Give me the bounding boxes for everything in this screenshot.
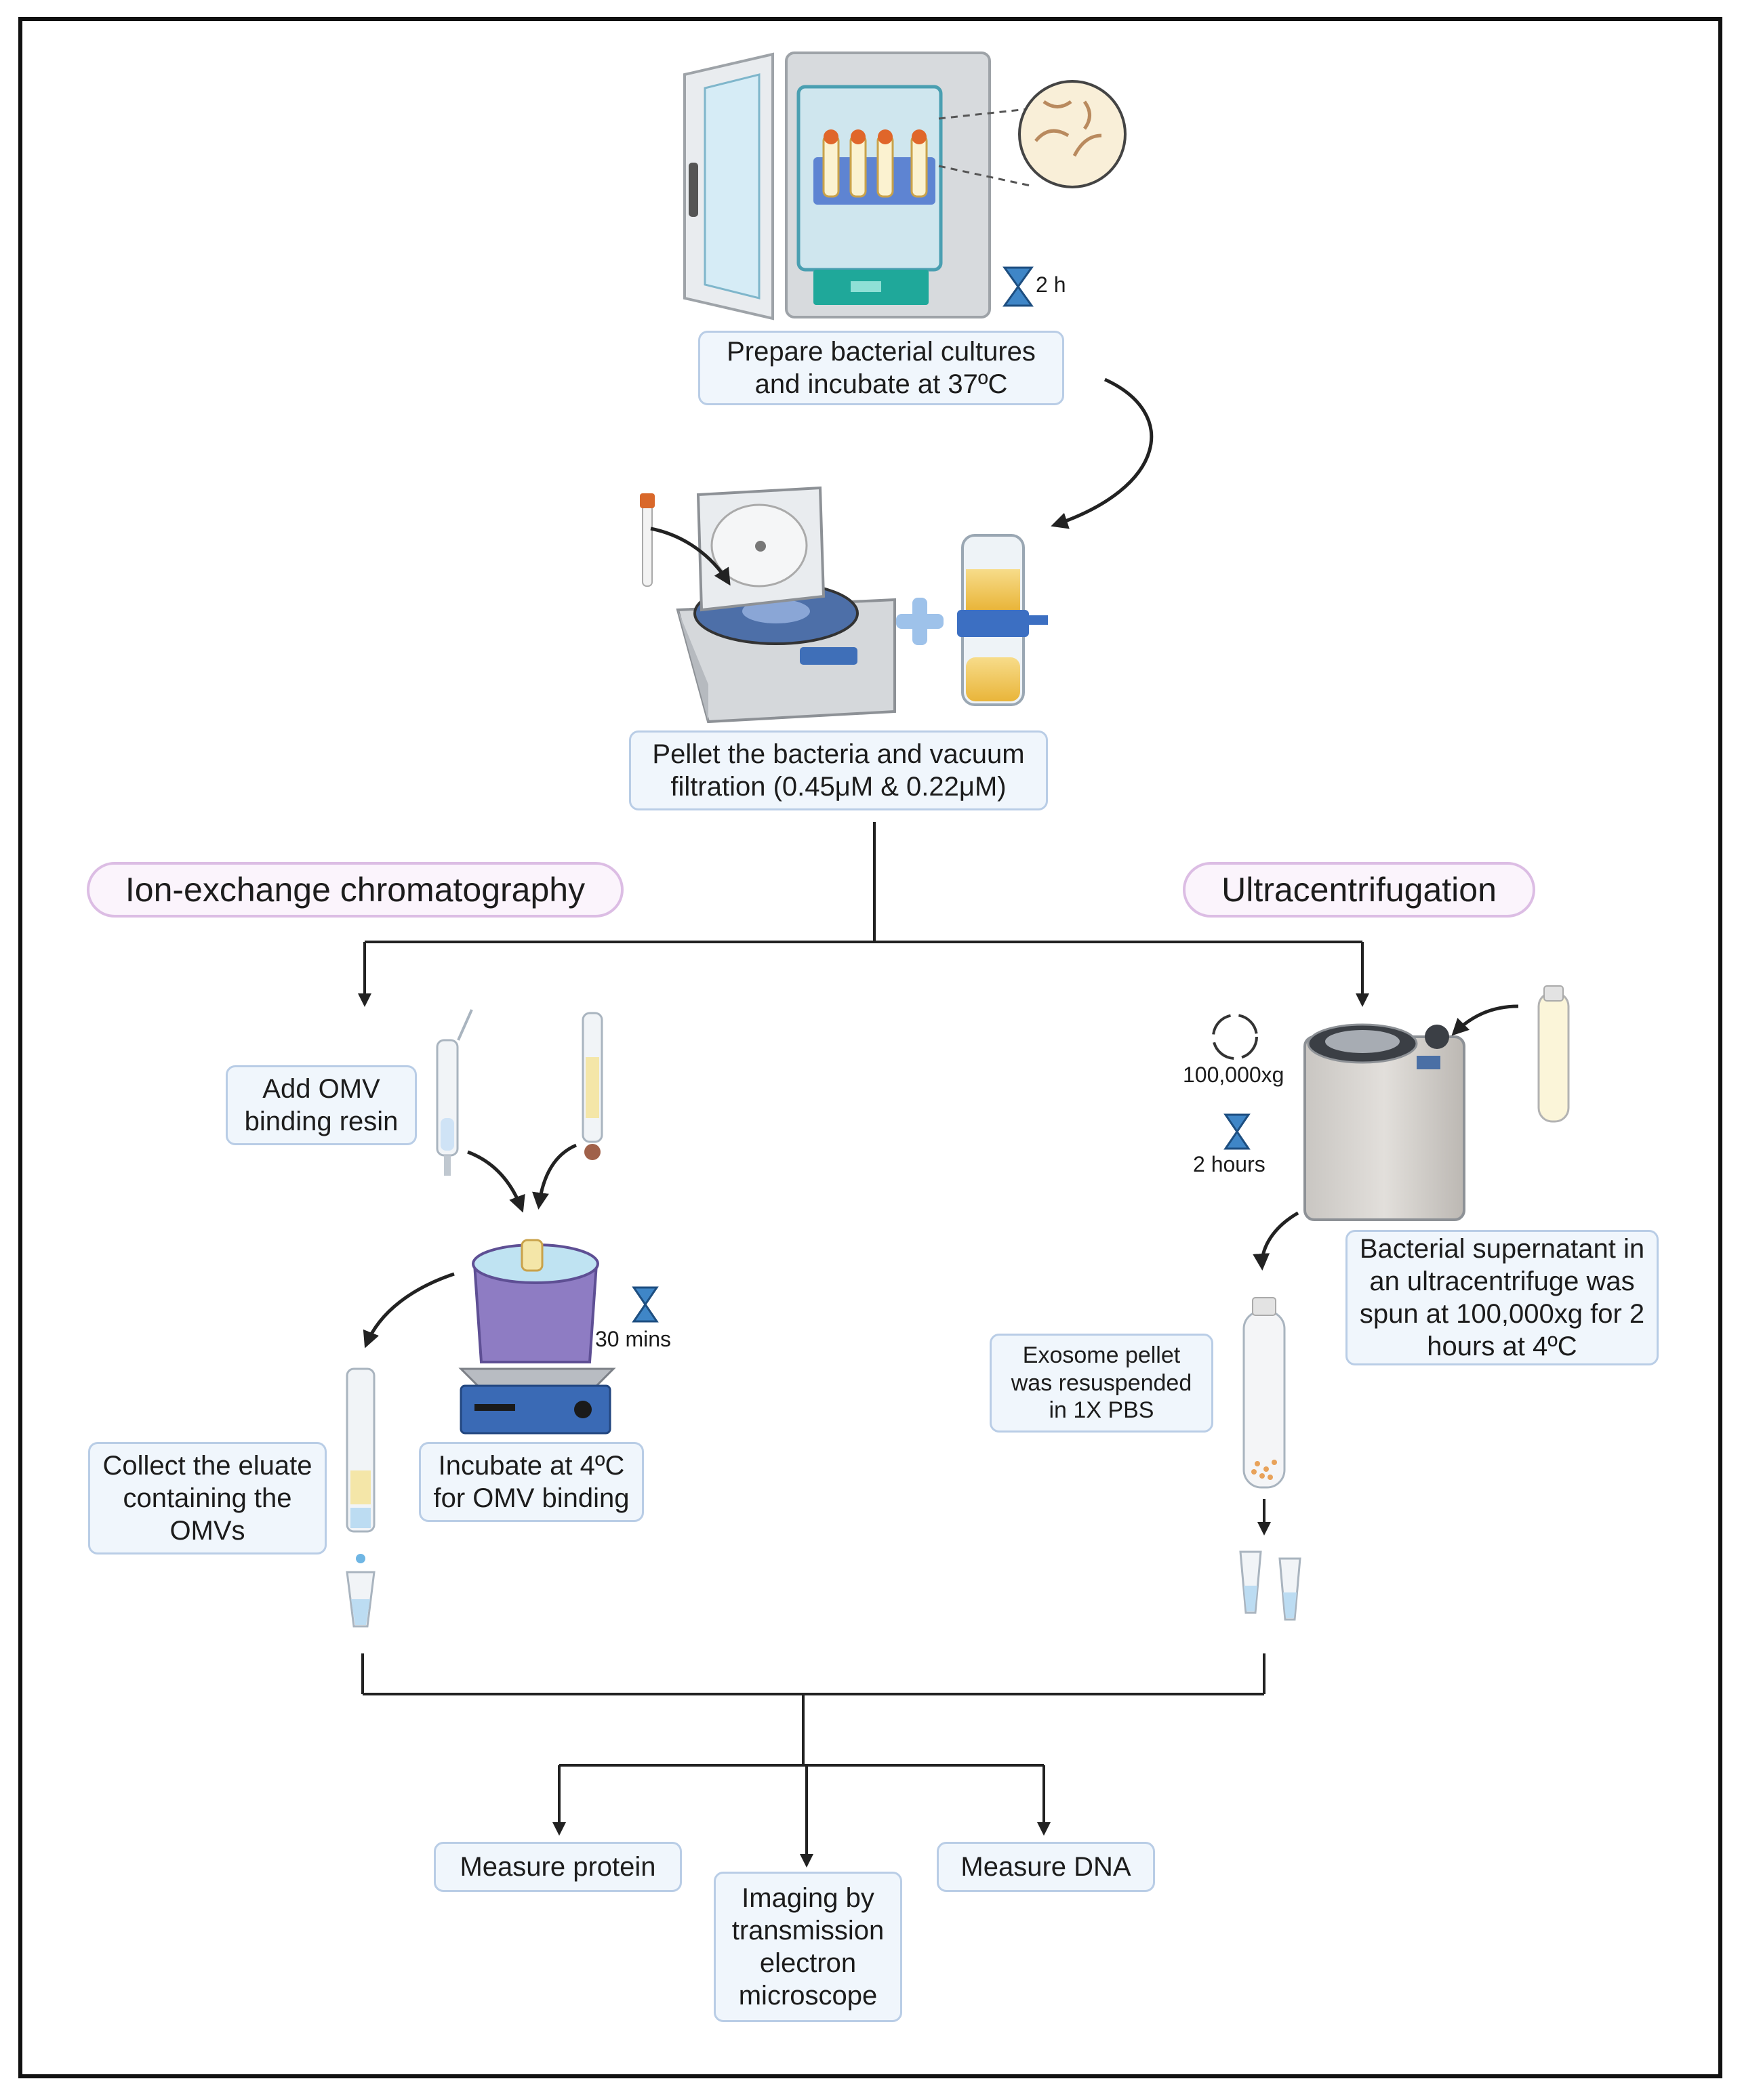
- ultracentrifuge-icon: [1303, 1023, 1465, 1221]
- arrow-ice-to-eluate: [363, 1272, 455, 1348]
- hourglass-icon-2hours: [1223, 1113, 1251, 1150]
- output-tem-imaging: Imaging by transmission electron microsc…: [714, 1872, 902, 2022]
- vacuum-filter-icon: [957, 534, 1048, 706]
- step-pellet-label: Pellet the bacteria and vacuum filtratio…: [629, 730, 1048, 810]
- add-resin-label: Add OMV binding resin: [226, 1065, 417, 1145]
- header-ion-exchange: Ion-exchange chromatography: [87, 862, 624, 918]
- ultracentrifuge-spin-label: Bacterial supernatant in an ultracentrif…: [1345, 1230, 1659, 1365]
- binding-timer: 30 mins: [595, 1327, 672, 1351]
- resuspend-label: Exosome pellet was resuspended in 1X PBS: [990, 1334, 1213, 1433]
- speed-label: 100,000xg: [1183, 1063, 1284, 1087]
- arrow-column-to-ice-1: [467, 1150, 525, 1213]
- output-measure-protein: Measure protein: [434, 1842, 682, 1892]
- spin-column-open-icon: [436, 1009, 473, 1176]
- eppendorf-tubes-icon: [1239, 1550, 1301, 1621]
- arrow-tube-into-centrifuge: [650, 527, 731, 586]
- arrow-incubate-to-pellet: [1051, 377, 1154, 529]
- incubate-timer: 2 h: [1036, 272, 1066, 297]
- incubate-binding-label: Incubate at 4ºC for OMV binding: [419, 1442, 644, 1522]
- arrow-ultra-to-pellet: [1253, 1211, 1299, 1271]
- elution-column-icon: [346, 1367, 376, 1628]
- step-incubate-label: Prepare bacterial cultures and incubate …: [698, 331, 1064, 405]
- incubator-icon: [683, 52, 1127, 321]
- arrow-tube-into-ultracentrifuge: [1451, 1004, 1519, 1036]
- centrifuge-icon: [640, 486, 896, 724]
- cycle-icon: [1212, 1014, 1258, 1060]
- duration-label: 2 hours: [1193, 1152, 1265, 1176]
- supernatant-tube-icon: [1537, 985, 1570, 1123]
- output-measure-dna: Measure DNA: [937, 1842, 1155, 1892]
- spin-column-resin-icon: [582, 1012, 603, 1160]
- hourglass-icon-30min: [632, 1286, 659, 1323]
- header-ultracentrifugation: Ultracentrifugation: [1183, 862, 1535, 918]
- collect-eluate-label: Collect the eluate containing the OMVs: [88, 1442, 327, 1555]
- hourglass-icon: [1002, 266, 1034, 307]
- plus-icon: [896, 598, 944, 645]
- arrow-column-to-ice-2: [532, 1143, 578, 1210]
- outer-frame: [18, 17, 1722, 2078]
- ice-bucket-shaker-icon: [458, 1239, 616, 1435]
- pellet-tube-icon: [1242, 1297, 1286, 1489]
